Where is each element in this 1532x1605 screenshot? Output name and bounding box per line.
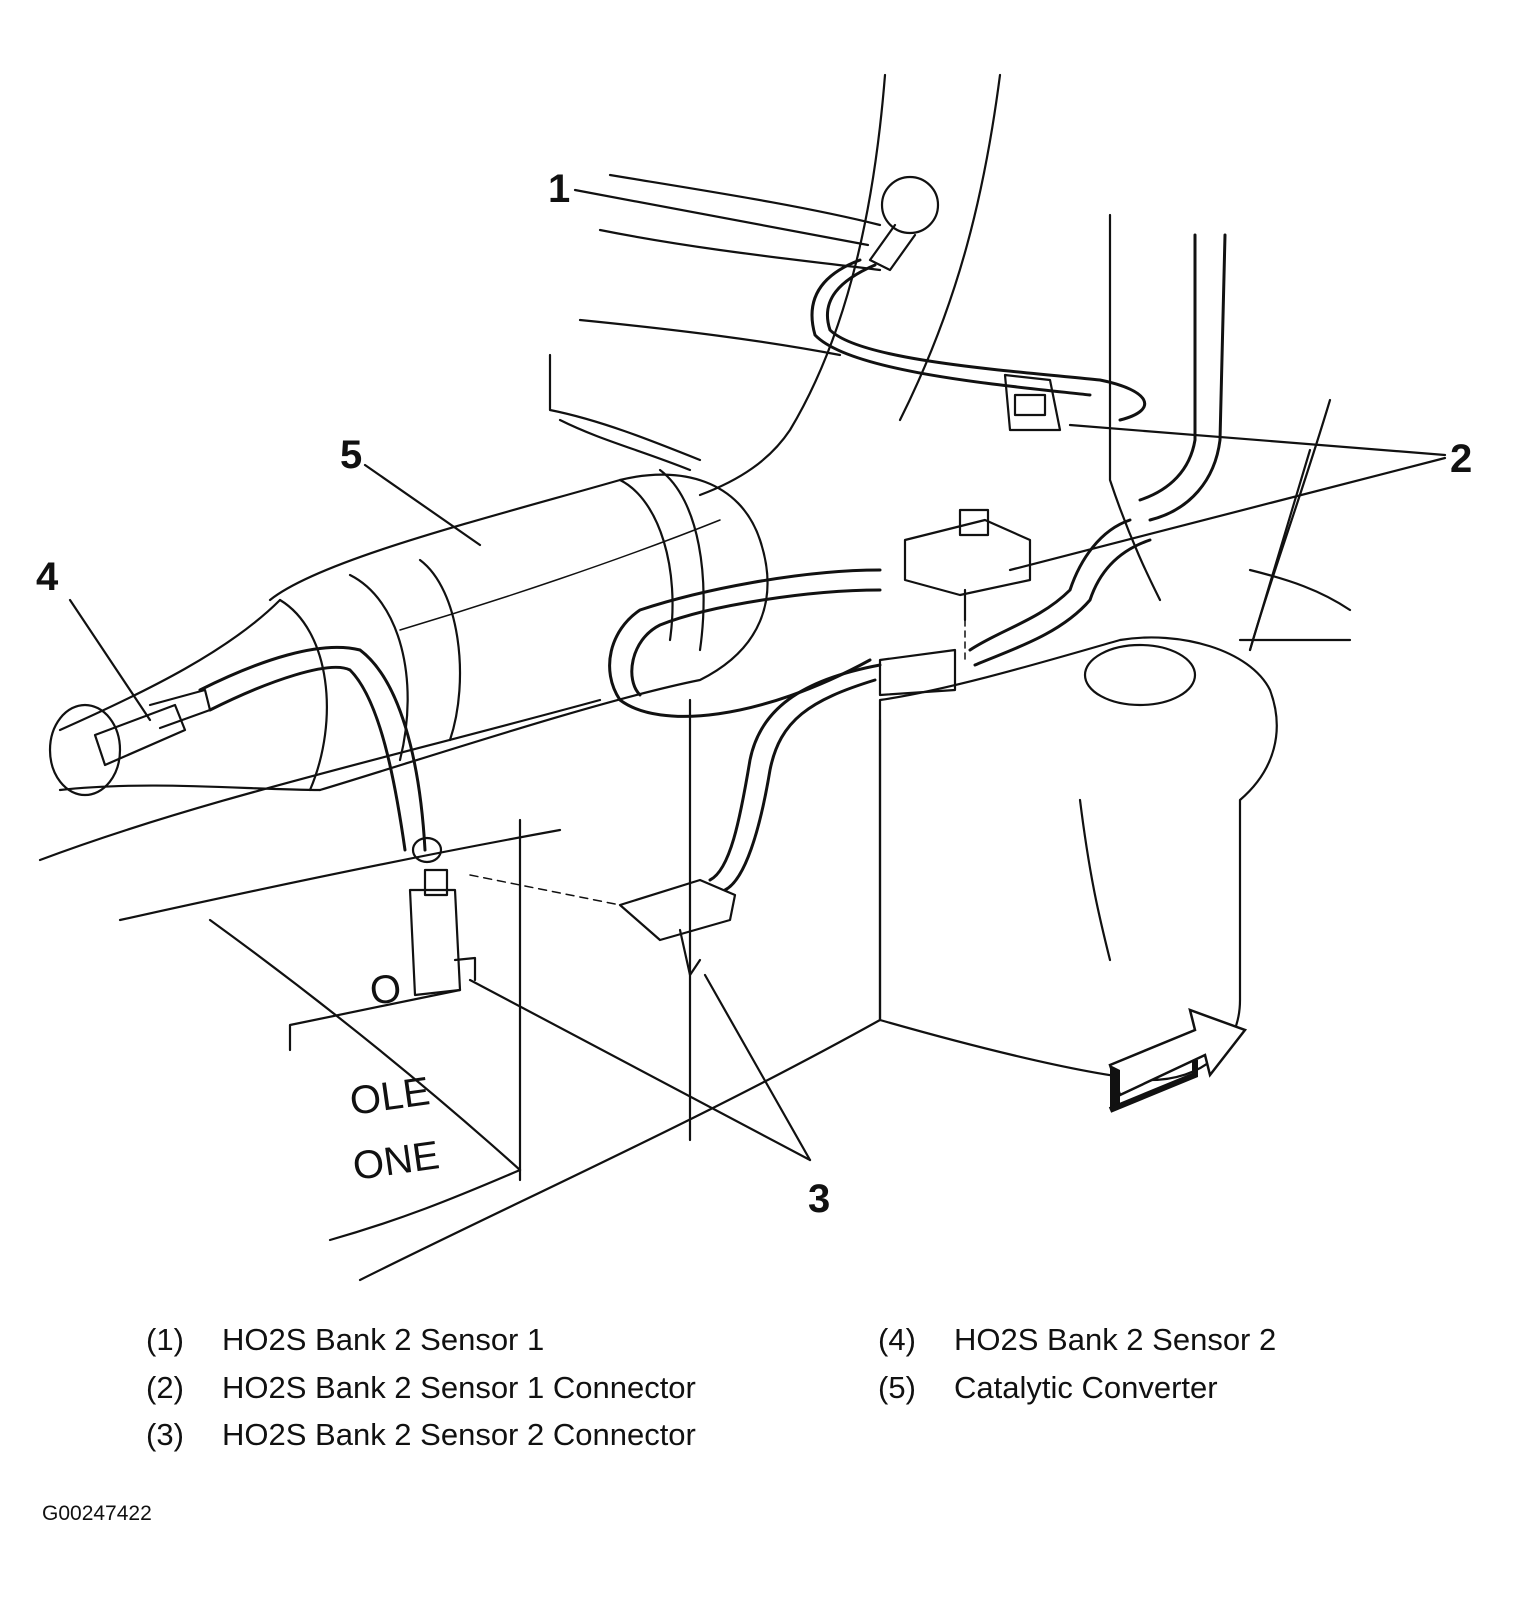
legend-label: HO2S Bank 2 Sensor 2 xyxy=(954,1322,1277,1357)
sensor-2-body xyxy=(93,688,212,767)
panel-text-line-3: ONE xyxy=(350,1133,442,1189)
vehicle-frame xyxy=(38,73,1352,1282)
legend-item-5: (5) Catalytic Converter xyxy=(878,1368,1218,1408)
figure-id: G00247422 xyxy=(42,1502,152,1525)
panel-text-line-1: O xyxy=(367,966,404,1014)
legend-number: (2) xyxy=(146,1370,184,1405)
sensor-1-connector-upper xyxy=(1003,373,1062,432)
legend-number: (1) xyxy=(146,1322,184,1357)
sensor-2-connector-left xyxy=(408,868,477,997)
callout-1: 1 xyxy=(548,167,570,211)
callout-5: 5 xyxy=(340,433,362,477)
legend-label: HO2S Bank 2 Sensor 2 Connector xyxy=(222,1417,696,1452)
direction-arrow-icon xyxy=(1108,1008,1248,1113)
callout-3: 3 xyxy=(808,1177,830,1221)
crossmember-bracket xyxy=(878,636,1278,1082)
panel-text-line-2: OLE xyxy=(347,1069,432,1124)
legend-number: (4) xyxy=(878,1322,916,1357)
sensor-2-connector-right xyxy=(469,619,966,977)
legend-item-3: (3) HO2S Bank 2 Sensor 2 Connector xyxy=(146,1415,696,1455)
legend-item-4: (4) HO2S Bank 2 Sensor 2 xyxy=(878,1320,1276,1360)
legend-item-1: (1) HO2S Bank 2 Sensor 1 xyxy=(146,1320,544,1360)
panel-stamped-text: O OLE ONE xyxy=(347,966,442,1189)
legend-label: HO2S Bank 2 Sensor 1 Connector xyxy=(222,1370,696,1405)
sensor-1-connector-lower xyxy=(878,508,1032,697)
legend-label: HO2S Bank 2 Sensor 1 xyxy=(222,1322,545,1357)
callout-2: 2 xyxy=(1450,437,1472,481)
legend-label: Catalytic Converter xyxy=(954,1370,1218,1405)
callout-leaders xyxy=(68,188,1447,1162)
callout-4: 4 xyxy=(36,555,59,599)
sensor-1-body xyxy=(868,175,940,272)
legend-item-2: (2) HO2S Bank 2 Sensor 1 Connector xyxy=(146,1368,696,1408)
catalytic-converter xyxy=(48,468,769,797)
legend-number: (3) xyxy=(146,1417,184,1452)
wire-harness xyxy=(198,233,1227,892)
legend-number: (5) xyxy=(878,1370,916,1405)
